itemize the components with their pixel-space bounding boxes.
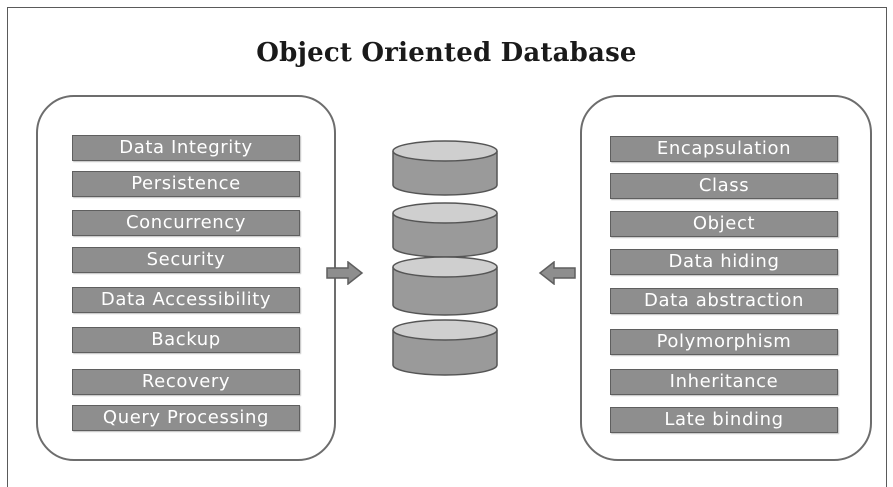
- database-icon: [392, 140, 498, 376]
- feature-data-integrity: Data Integrity: [72, 135, 300, 161]
- feature-concurrency: Concurrency: [72, 210, 300, 236]
- concept-data-hiding: Data hiding: [610, 249, 838, 275]
- feature-backup: Backup: [72, 327, 300, 353]
- feature-recovery: Recovery: [72, 369, 300, 395]
- database-disk-3: [392, 256, 498, 316]
- feature-security: Security: [72, 247, 300, 273]
- database-disk-4: [392, 319, 498, 376]
- database-disk-1: [392, 140, 498, 196]
- diagram-title: Object Oriented Database: [256, 38, 637, 68]
- concept-inheritance: Inheritance: [610, 369, 838, 395]
- concept-encapsulation: Encapsulation: [610, 136, 838, 162]
- arrow-right-icon: [326, 261, 364, 285]
- concept-late-binding: Late binding: [610, 407, 838, 433]
- concept-data-abstraction: Data abstraction: [610, 288, 838, 314]
- feature-persistence: Persistence: [72, 171, 300, 197]
- concept-class: Class: [610, 173, 838, 199]
- concept-object: Object: [610, 211, 838, 237]
- feature-query-processing: Query Processing: [72, 405, 300, 431]
- database-disk-2: [392, 202, 498, 258]
- feature-data-accessibility: Data Accessibility: [72, 287, 300, 313]
- arrow-left-icon: [538, 261, 576, 285]
- concept-polymorphism: Polymorphism: [610, 329, 838, 355]
